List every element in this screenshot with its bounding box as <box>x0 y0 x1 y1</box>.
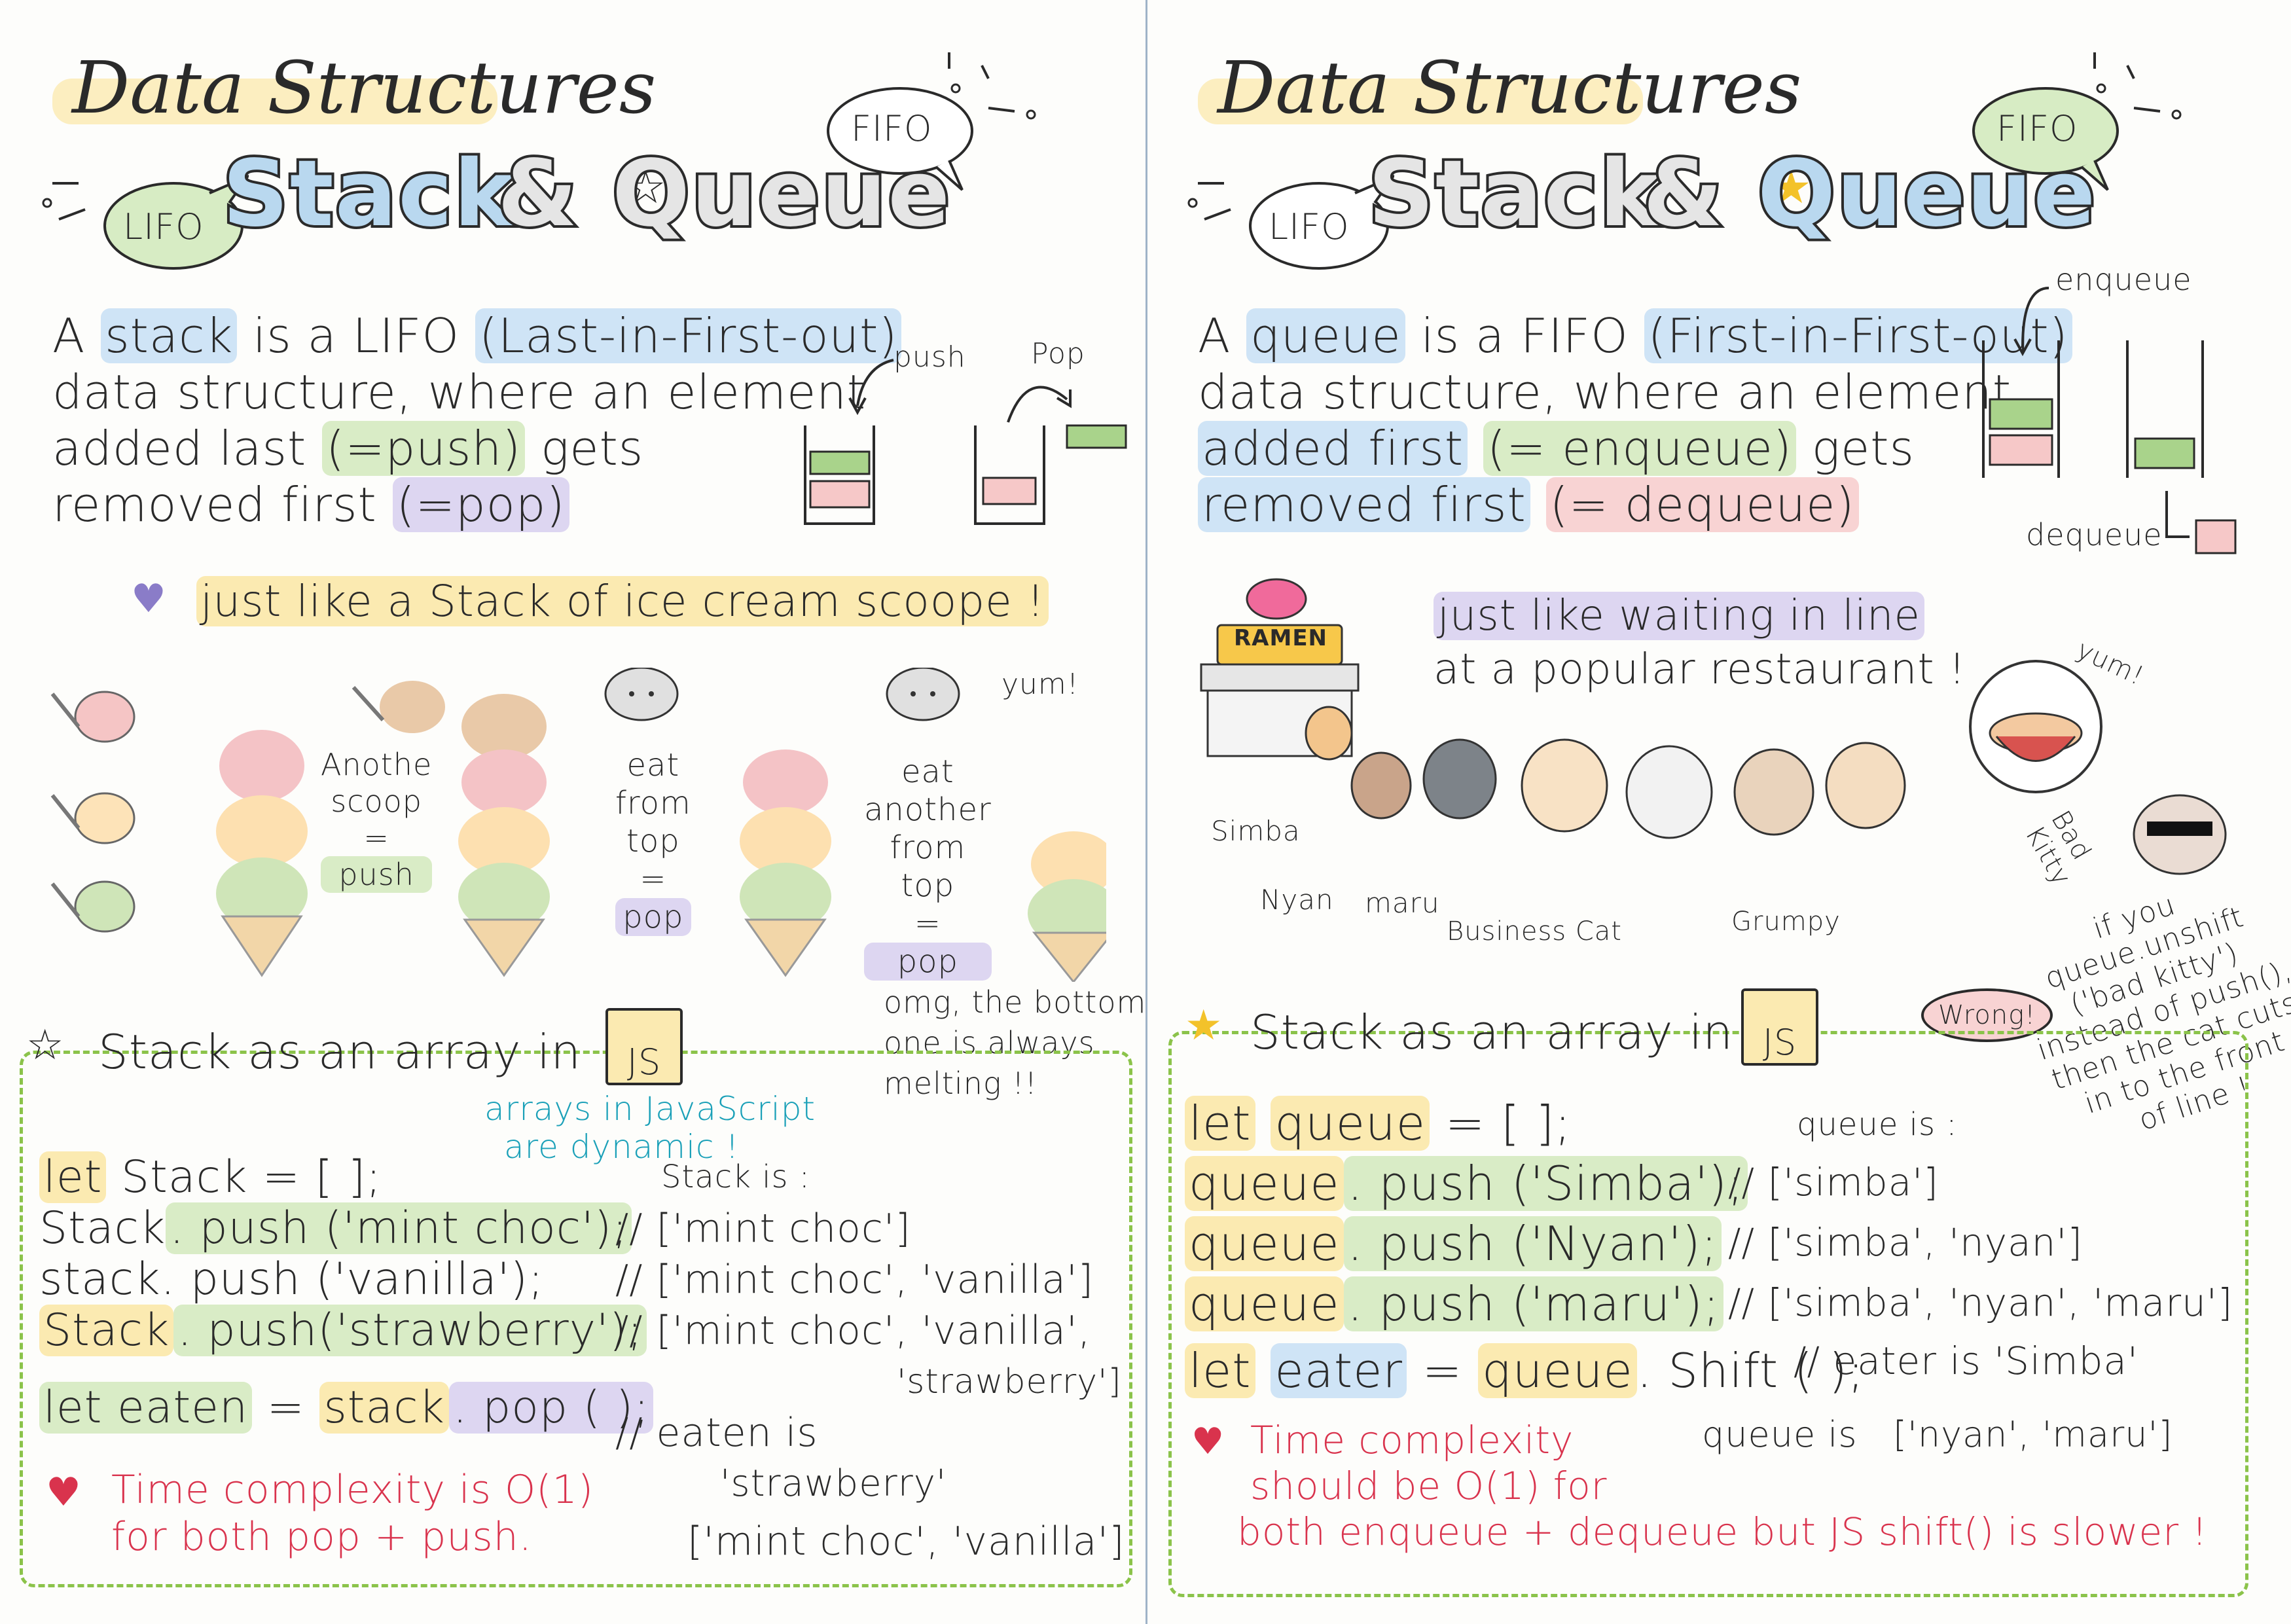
page-header: Data Structures <box>72 46 657 130</box>
pop-label: Pop <box>1031 337 1085 370</box>
queue-is-result: queue is ['nyan', 'maru'] <box>1702 1414 2173 1455</box>
queue-code: let queue = [ ]; queue. push ('Simba'); … <box>1185 1093 1864 1401</box>
ramen-sign: RAMEN <box>1234 625 1328 651</box>
queue-enqueue-dequeue-diagram <box>1982 287 2237 554</box>
stack-push-pop-diagram <box>804 359 1127 525</box>
fifo-label: FIFO <box>1996 108 2078 149</box>
star-icon: ☆ <box>625 160 666 214</box>
fifo-label: FIFO <box>851 108 933 149</box>
title-queue: Queue <box>609 138 952 250</box>
eater-comment: // eater is 'Simba' <box>1794 1339 2138 1383</box>
stack-code-box <box>20 1051 1132 1587</box>
header-highlight <box>52 79 497 124</box>
cat-label-simba: Simba <box>1211 815 1301 847</box>
fifo-bubble-icon <box>1972 87 2119 191</box>
enqueue-label: enqueue <box>2055 262 2192 297</box>
ice-cream-analogy: just like a Stack of ice cream scoope ! <box>196 576 1049 626</box>
queue-array-heading: Stack as an array in <box>1250 1005 1733 1060</box>
title-stack: Stack <box>220 138 517 250</box>
cat-icon <box>604 668 679 721</box>
lifo-label: LIFO <box>1269 206 1350 247</box>
sparkle-icon <box>1187 182 1231 221</box>
stack-complexity-note: Time complexity is O(1)for both pop + pu… <box>111 1467 594 1560</box>
lifo-label: LIFO <box>123 206 204 247</box>
js-badge: JS <box>605 1008 683 1085</box>
title-stack: Stack <box>1365 138 1663 250</box>
stack-array-heading: Stack as an array in <box>98 1024 581 1079</box>
ice-cream-illustration <box>50 668 1106 982</box>
fifo-bubble-icon <box>827 87 973 191</box>
cat-line-illustration <box>1305 706 2227 875</box>
lifo-bubble-icon <box>1249 174 1394 270</box>
dequeue-label: dequeue <box>2026 517 2163 552</box>
heart-icon: ♥ <box>46 1470 81 1515</box>
star-icon: ★ <box>1185 1001 1223 1050</box>
spoon-icon <box>50 691 135 743</box>
queue-comments: // ['simba'] // ['simba', 'nyan'] // ['s… <box>1728 1160 2233 1325</box>
sparkle-icon <box>2093 52 2182 120</box>
stack-comments: // ['mint choc'] // ['mint choc', 'vanil… <box>615 1206 1125 1564</box>
queue-is-label: queue is : <box>1797 1106 1958 1143</box>
heart-icon: ♥ <box>131 576 166 622</box>
title-ampersand: & <box>1640 138 1725 250</box>
title-queue: Queue <box>1755 138 2098 250</box>
cat-label-nyan: Nyan <box>1260 884 1334 916</box>
cat-icon <box>1305 706 1353 761</box>
sparkle-icon <box>948 52 1036 120</box>
ramen-bowl-icon <box>1969 660 2102 793</box>
cat-label-maru: maru <box>1365 887 1440 919</box>
js-badge: JS <box>1741 988 1818 1066</box>
heart-icon: ♥ <box>1191 1420 1225 1463</box>
queue-definition: A queue is a FIFO (First-in-First-out) d… <box>1198 308 2072 533</box>
star-icon: ☆ <box>26 1021 64 1070</box>
yum-label: yum! <box>1001 668 1079 701</box>
push-label: push <box>893 340 966 374</box>
sparkle-icon <box>42 182 86 221</box>
lifo-bubble-icon <box>103 174 249 270</box>
star-icon: ★ <box>1771 160 1812 214</box>
page-divider <box>1146 0 1147 1624</box>
title-ampersand: & <box>495 138 580 250</box>
ice-cream-icon <box>216 730 308 977</box>
header-highlight <box>1198 79 1643 124</box>
cat-label-business: Business Cat <box>1447 916 1622 947</box>
stack-is-label: Stack is : <box>661 1159 810 1195</box>
stack-definition: A stack is a LIFO (Last-in-First-out) da… <box>52 308 902 533</box>
page-header: Data Structures <box>1218 46 1802 130</box>
cat-label-grumpy: Grumpy <box>1731 907 1841 937</box>
stack-code: let Stack = [ ]; Stack. push ('mint choc… <box>39 1151 654 1434</box>
queue-code-box <box>1168 1031 2248 1597</box>
